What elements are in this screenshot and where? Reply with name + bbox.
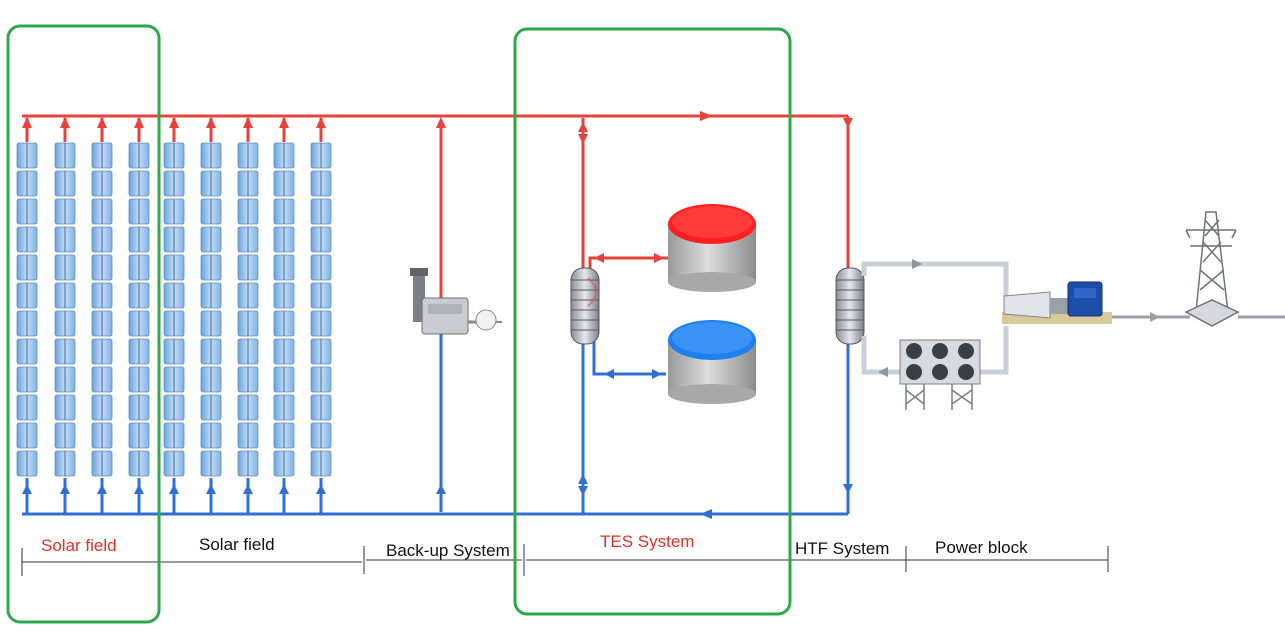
steam-loop-pipe	[861, 259, 1009, 377]
section-dimension-line	[21, 544, 1109, 576]
heat-exchanger-icon	[570, 267, 600, 345]
collector-row	[200, 117, 222, 514]
collector-row	[310, 117, 332, 514]
htf-piping	[843, 116, 853, 514]
collector-row	[237, 117, 259, 514]
steam-generator-icon	[835, 267, 865, 345]
hot-header-pipe	[22, 111, 848, 121]
collector-row	[128, 117, 150, 514]
tes-piping	[578, 118, 668, 514]
collector-row	[54, 117, 76, 514]
label-solar-field: Solar field	[199, 535, 275, 554]
tes-system-highlight-box	[513, 27, 792, 616]
solar-field-highlight-box	[6, 24, 161, 624]
collector-row	[163, 117, 185, 514]
transmission-tower-icon	[1184, 211, 1285, 327]
collector-row	[91, 117, 113, 514]
air-cooled-condenser-icon	[899, 339, 981, 410]
label-solar-field-highlighted: Solar field	[41, 536, 117, 555]
label-power-block: Power block	[935, 538, 1028, 557]
label-tes-system: TES System	[600, 532, 695, 551]
label-backup-system: Back-up System	[386, 541, 510, 560]
label-htf-system: HTF System	[795, 539, 890, 558]
cold-header-pipe	[22, 509, 848, 519]
turbine-generator-icon	[1002, 281, 1190, 324]
backup-boiler-icon	[410, 117, 502, 512]
hot-tank-icon	[668, 204, 756, 292]
cold-tank-icon	[668, 320, 756, 404]
solar-field-collectors	[16, 117, 332, 514]
collector-row	[16, 117, 38, 514]
collector-row	[273, 117, 295, 514]
